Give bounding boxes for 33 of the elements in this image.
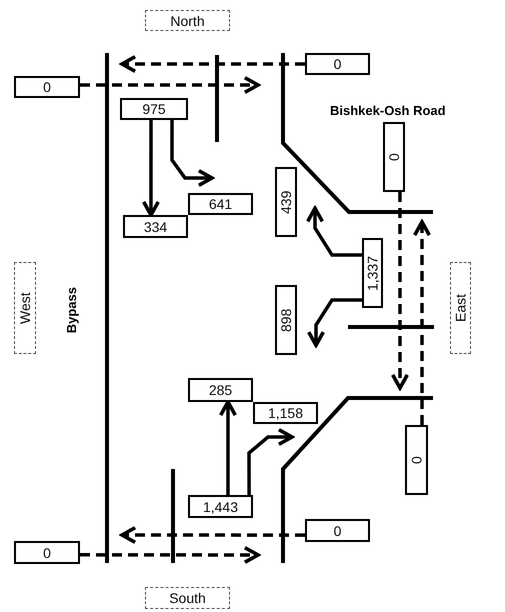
- road-name: Bypass: [64, 287, 79, 334]
- arrow: [120, 54, 305, 74]
- count-box: 285: [188, 378, 253, 402]
- direction-label: North: [145, 10, 230, 31]
- arrow: [142, 120, 160, 217]
- direction-label: South: [145, 587, 230, 609]
- road-name: Bishkek-Osh Road: [330, 103, 446, 118]
- count-box: 1,337: [362, 238, 383, 308]
- direction-label: East: [450, 262, 471, 354]
- count-box: 439: [275, 167, 297, 237]
- count-box: 975: [120, 98, 188, 120]
- count-box: 0: [14, 76, 80, 98]
- direction-label: West: [14, 262, 36, 354]
- count-box: 641: [188, 193, 253, 215]
- count-box: 1,158: [253, 402, 318, 424]
- arrow: [80, 546, 260, 564]
- arrow: [306, 298, 362, 348]
- count-box: 0: [305, 519, 370, 542]
- count-box: 1,443: [188, 495, 253, 518]
- arrow: [412, 220, 432, 425]
- arrow: [120, 526, 305, 544]
- arrow: [390, 192, 410, 390]
- count-box: 334: [123, 215, 188, 238]
- count-box: 0: [405, 425, 428, 495]
- count-box: 0: [383, 122, 405, 192]
- arrow: [218, 400, 238, 495]
- count-box: 0: [14, 541, 80, 564]
- arrow: [306, 206, 362, 257]
- arrow: [247, 428, 294, 495]
- arrow: [170, 120, 214, 188]
- count-box: 0: [305, 53, 370, 75]
- count-box: 898: [275, 285, 297, 355]
- arrow: [80, 76, 260, 94]
